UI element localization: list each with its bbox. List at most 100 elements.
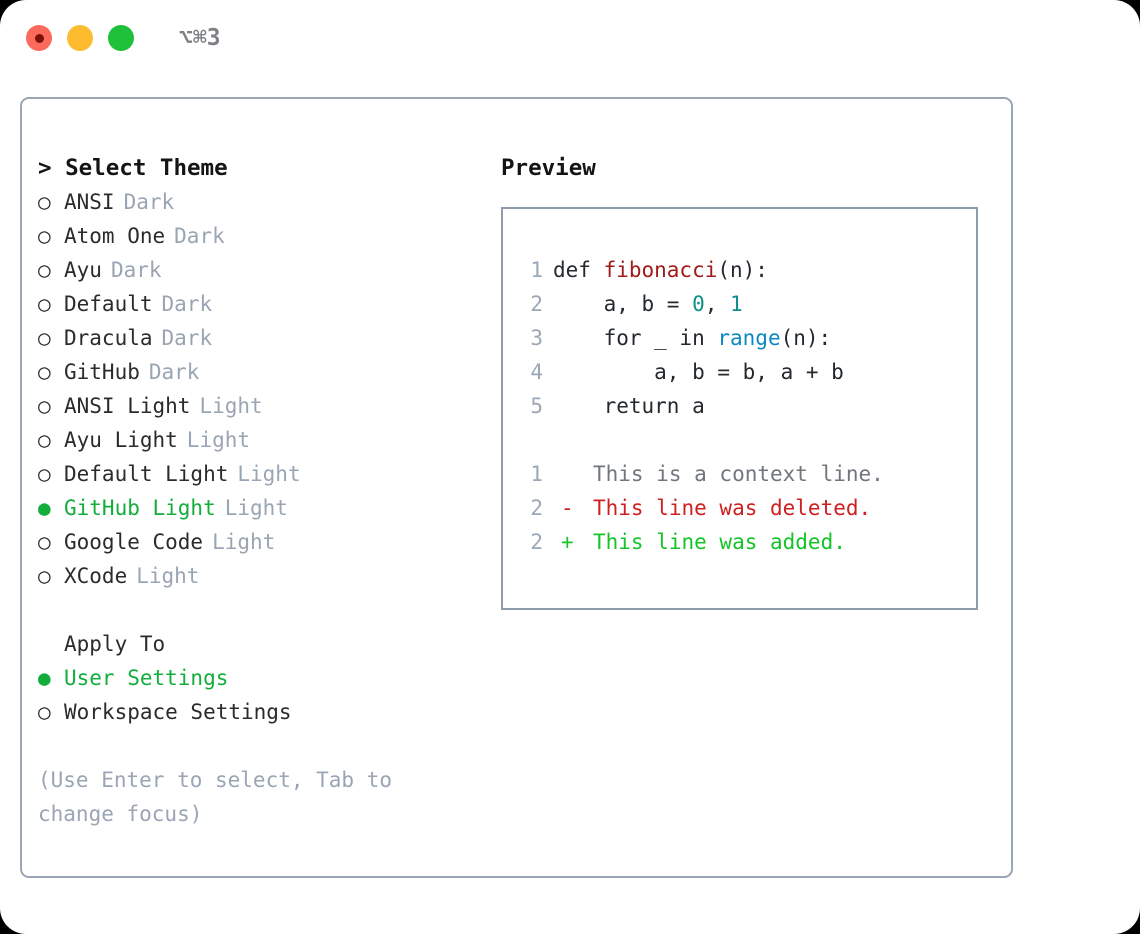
diff-line-deleted: 2-This line was deleted. (521, 491, 976, 525)
code-line-text: a, b = 0, 1 (543, 287, 743, 321)
code-token-plain: a, b = (553, 292, 693, 316)
diff-line-added: 2 + This line was added. (521, 525, 976, 559)
code-token-plain: a, b = b, a + b (553, 360, 844, 384)
theme-option-label: Atom One (64, 224, 166, 248)
theme-option-label: Ayu Light (64, 428, 178, 452)
code-diff-separator (521, 423, 976, 457)
radio-selected-icon: ● (38, 666, 51, 690)
radio-unselected-icon: ○ (38, 394, 51, 418)
apply-to-title: Apply To (64, 632, 166, 656)
radio-unselected-icon: ○ (38, 462, 51, 486)
code-token-plain: for _ in (553, 326, 718, 350)
theme-option-ansi-light[interactable]: ○ ANSI Light Light (38, 389, 488, 423)
theme-option-ayu-light[interactable]: ○ Ayu Light Light (38, 423, 488, 457)
keyboard-shortcut-label: ⌥⌘3 (179, 25, 221, 51)
code-token-call: range (717, 326, 781, 350)
theme-option-label: Dracula (64, 326, 153, 350)
code-token-fn: fibonacci (603, 258, 718, 282)
radio-unselected-icon: ○ (38, 530, 51, 554)
radio-unselected-icon: ○ (38, 428, 51, 452)
theme-option-xcode[interactable]: ○ XCode Light (38, 559, 488, 593)
minimize-button[interactable] (67, 25, 93, 51)
theme-option-label: GitHub Light (64, 496, 216, 520)
radio-unselected-icon: ○ (38, 360, 51, 384)
diff-sign: - (561, 496, 574, 520)
code-line-number: 2 (530, 292, 543, 316)
apply-to-option-user-settings[interactable]: ● User Settings (38, 661, 488, 695)
apply-to-option-label: Workspace Settings (64, 700, 292, 724)
theme-option-label: ANSI (64, 190, 115, 214)
code-line-text: for _ in range(n): (543, 321, 832, 355)
code-token-plain: return a (553, 394, 705, 418)
radio-unselected-icon: ○ (38, 224, 51, 248)
diff-sign: + (561, 530, 574, 554)
code-line-number: 3 (530, 326, 543, 350)
code-token-num: 1 (730, 292, 743, 316)
hint-spacer (38, 729, 488, 763)
theme-option-label: ANSI Light (64, 394, 191, 418)
code-token-plain: (n): (717, 258, 768, 282)
theme-option-label: Default (64, 292, 153, 316)
theme-option-label: GitHub (64, 360, 140, 384)
code-line-number: 1 (530, 258, 543, 282)
diff-line-number: 2 (530, 530, 543, 554)
code-token-num: 0 (692, 292, 705, 316)
theme-option-default-light[interactable]: ○ Default Light Light (38, 457, 488, 491)
keyboard-hint-text: (Use Enter to select, Tab to change focu… (38, 768, 405, 826)
code-line-text: a, b = b, a + b (543, 355, 844, 389)
radio-unselected-icon: ○ (38, 564, 51, 588)
theme-option-category: Light (186, 428, 251, 452)
theme-option-label: XCode (64, 564, 128, 588)
select-theme-title: > Select Theme (38, 155, 228, 181)
diff-line-text: This is a context line. (593, 462, 884, 486)
radio-unselected-icon: ○ (38, 190, 51, 214)
code-line: 5 return a (521, 389, 976, 423)
theme-option-category: Dark (161, 292, 213, 316)
theme-option-label: Google Code (64, 530, 204, 554)
theme-option-atom-one[interactable]: ○ Atom One Dark (38, 219, 488, 253)
code-line-text: def fibonacci(n): (543, 253, 768, 287)
diff-line-number: 2 (530, 496, 543, 520)
theme-option-default[interactable]: ○ Default Dark (38, 287, 488, 321)
theme-option-ansi[interactable]: ○ ANSI Dark (38, 185, 488, 219)
title-bar: ⌥⌘3 (0, 0, 1140, 76)
apply-to-list[interactable]: ● User Settings ○ Workspace Settings (38, 661, 488, 729)
diff-line-context: 1 This is a context line. (521, 457, 976, 491)
radio-unselected-icon: ○ (38, 292, 51, 316)
theme-option-label: Default Light (64, 462, 229, 486)
close-button[interactable] (26, 25, 52, 51)
theme-option-category: Light (224, 496, 288, 520)
theme-option-category: Dark (123, 190, 175, 214)
theme-option-label: Ayu (64, 258, 102, 282)
theme-option-category: Light (237, 462, 301, 486)
radio-unselected-icon: ○ (38, 700, 51, 724)
theme-option-category: Light (199, 394, 263, 418)
diff-sample: 1 This is a context line. 2-This line was … (521, 457, 976, 559)
apply-to-option-workspace-settings[interactable]: ○ Workspace Settings (38, 695, 488, 729)
apply-to-option-label: User Settings (64, 666, 229, 690)
code-line-text: return a (543, 389, 705, 423)
code-token-plain: (n): (780, 326, 832, 350)
maximize-button[interactable] (108, 25, 134, 51)
theme-option-category: Dark (174, 224, 225, 248)
diff-line-number: 1 (530, 462, 543, 486)
diff-line-text: This line was deleted. (593, 496, 872, 520)
code-line-number: 4 (530, 360, 543, 384)
diff-line-text: This line was added. (593, 530, 846, 554)
list-spacer (38, 593, 488, 627)
code-token-plain: def (553, 258, 604, 282)
theme-option-category: Light (136, 564, 200, 588)
theme-option-category: Dark (161, 326, 213, 350)
